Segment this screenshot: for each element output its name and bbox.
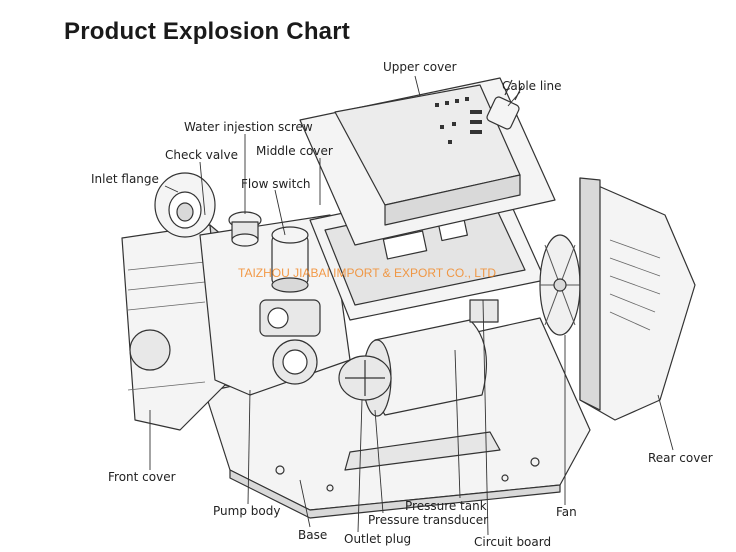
company-watermark: TAIZHOU JIABAI IMPORT & EXPORT CO., LTD [238,266,497,280]
inlet-flange-part [154,172,216,238]
rear-cover-part [579,177,696,421]
label-upper-cover: Upper cover [383,60,457,74]
cable-line-part [486,79,523,130]
label-inlet-flange: Inlet flange [91,172,159,186]
label-pressure-transducer: Pressure transducer [368,513,489,527]
label-cable-line: Cable line [502,79,562,93]
page-title: Product Explosion Chart [64,18,350,45]
label-base: Base [298,528,328,542]
label-pump-body: Pump body [213,504,281,518]
label-fan: Fan [556,505,577,519]
label-check-valve: Check valve [165,148,239,162]
label-front-cover: Front cover [108,470,176,484]
label-circuit-board: Circuit board [474,535,552,549]
pump-body-part [199,214,351,396]
label-flow-switch: Flow switch [241,177,311,191]
label-water-injection-screw: Water injestion screw [184,120,313,134]
leader-lines [149,75,674,536]
label-rear-cover: Rear cover [648,451,713,465]
label-pressure-tank: Pressure tank [405,499,487,513]
pressure-transducer-part [338,355,392,401]
base-part [204,317,591,519]
fan-part [539,234,581,336]
label-outlet-plug: Outlet plug [344,532,412,546]
label-middle-cover: Middle cover [256,144,333,158]
check-valve-part [228,211,262,247]
flow-switch-part [271,226,309,293]
